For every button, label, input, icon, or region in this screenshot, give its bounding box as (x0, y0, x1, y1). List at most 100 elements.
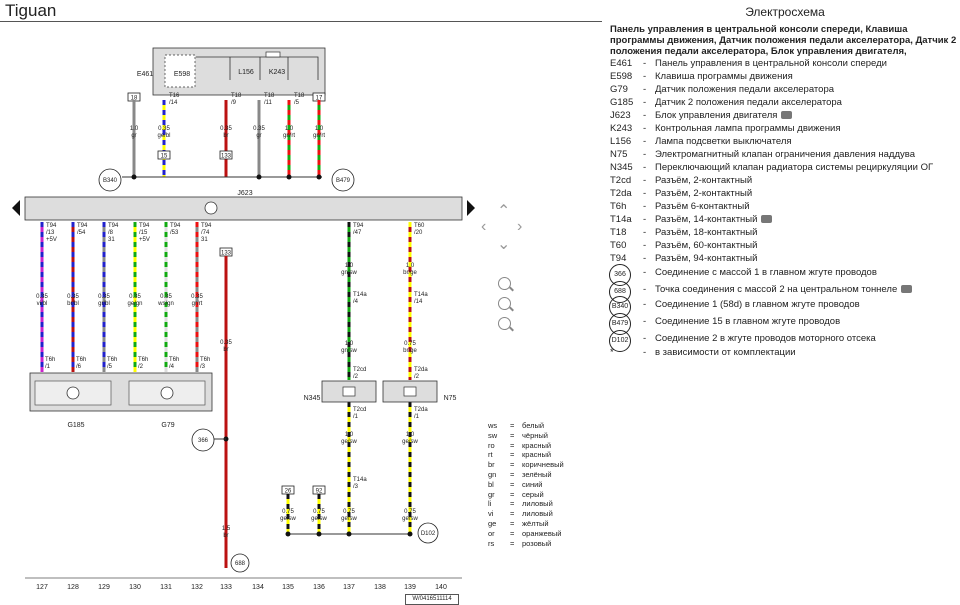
wire-color-label: br/ge (403, 270, 417, 276)
n75-coil-symbol (403, 386, 417, 397)
e461-resistor (265, 51, 281, 58)
pan-left-icon[interactable]: ‹ (481, 218, 487, 235)
legend-dash: - (643, 284, 647, 295)
legend-desc: Переключающий клапан радиатора системы р… (655, 162, 934, 173)
legend-dash: - (643, 110, 647, 121)
ground-366-label: 366 (198, 438, 209, 444)
equals-sign: = (510, 421, 515, 430)
legend-dash: - (643, 214, 647, 225)
column-number: 140 (435, 584, 447, 591)
pan-down-icon[interactable]: ⌄ (497, 236, 511, 253)
pin-label: T94 (201, 223, 212, 229)
page-title: Tiguan (5, 1, 57, 20)
color-key-item: li=лиловый (488, 499, 578, 509)
wire-size-label: 1.0 (345, 432, 354, 438)
ground-688-label: 688 (235, 561, 246, 567)
color-abbr: li (488, 499, 492, 509)
legend-dash: - (643, 188, 647, 199)
pin-label: /4 (353, 299, 359, 305)
wire-color-label: gn/rt (283, 133, 295, 139)
legend-desc: Разъём, 18-контактный (655, 227, 758, 238)
color-abbr: rt (488, 450, 493, 460)
color-key-item: br=коричневый (488, 460, 578, 470)
color-name: лиловый (522, 499, 553, 509)
pin-label: /5 (107, 364, 113, 370)
wire-size-label: 0.75 (343, 509, 355, 515)
legend-dash: - (643, 58, 647, 69)
legend-desc: Разъём, 2-контактный (655, 188, 753, 199)
color-name: лиловый (522, 509, 553, 519)
legend-code: T2da (610, 188, 632, 199)
legend-code: T60 (610, 240, 627, 251)
g79-sensor-symbol (160, 386, 174, 400)
color-key-item: rs=розовый (488, 539, 578, 549)
camera-icon[interactable] (761, 215, 773, 223)
pin-label: +5V (46, 237, 57, 243)
pin-label: T18 (294, 93, 305, 99)
camera-icon[interactable] (781, 111, 793, 119)
wire-color-label: br/ge (403, 348, 417, 354)
legend-desc: Соединение 1 (58d) в главном жгуте прово… (655, 299, 860, 310)
color-key-item: ro=красный (488, 441, 578, 451)
n75-label: N75 (444, 395, 457, 402)
pin-label: /9 (231, 100, 237, 106)
legend-desc: Клавиша программы движения (655, 71, 793, 82)
camera-icon[interactable] (901, 285, 913, 293)
pan-up-icon[interactable]: ⌃ (497, 203, 511, 220)
color-name: серый (522, 489, 544, 499)
connector-box-label: 15 (161, 154, 168, 160)
zoom-in-icon[interactable] (498, 297, 511, 310)
legend-desc: Лампа подсветки выключателя (655, 136, 792, 147)
connector-box-label: 133 (221, 251, 232, 257)
e598-label: E598 (174, 71, 190, 78)
wire-color-label: ge/sw (402, 439, 418, 445)
wire-color-label: ge/gn (127, 301, 142, 307)
wire-size-label: 1.5 (222, 526, 231, 532)
pin-label: /14 (169, 100, 178, 106)
pin-label: T94 (77, 223, 88, 229)
equals-sign: = (510, 430, 515, 440)
legend-dash: - (643, 347, 647, 358)
zoom-fit-icon[interactable] (498, 277, 511, 290)
color-name: оранжевый (522, 528, 562, 538)
pin-label: /74 (201, 230, 210, 236)
equals-sign: = (510, 509, 515, 519)
legend-desc: Точка соединения с массой 2 на центральн… (655, 284, 913, 295)
g185-sensor-symbol (66, 386, 80, 400)
pin-label: /11 (264, 100, 273, 106)
wire-color-label: ge/bl (157, 133, 170, 139)
wire-color-label: ge/sw (341, 516, 357, 522)
zoom-out-icon[interactable] (498, 317, 511, 330)
header-divider (0, 21, 602, 22)
legend-dash: - (643, 240, 647, 251)
component-j623 (24, 196, 463, 221)
legend-code: T14a (610, 214, 632, 225)
pin-label: /1 (353, 414, 359, 420)
junction-dot (316, 531, 322, 537)
connector-box (157, 150, 171, 160)
ground-b340-label: B340 (103, 178, 118, 184)
color-abbr: sw (488, 430, 498, 440)
color-name: зелёный (522, 469, 552, 479)
column-number: 128 (67, 584, 79, 591)
pin-label: 31 (108, 237, 115, 243)
column-number: 137 (343, 584, 355, 591)
connector-box (219, 150, 233, 160)
wire-color-label: ge/sw (280, 516, 296, 522)
wire-color-label: br (223, 347, 228, 353)
color-key-item: ws=белый (488, 421, 578, 431)
pin-label: /2 (138, 364, 144, 370)
pin-label: T14a (353, 477, 367, 483)
pin-label: T94 (139, 223, 150, 229)
e461-label: E461 (137, 71, 153, 78)
legend-dash: - (643, 97, 647, 108)
pin-label: T18 (264, 93, 275, 99)
pin-label: T94 (353, 223, 364, 229)
legend-code: E598 (610, 71, 633, 82)
color-abbr: vi (488, 509, 494, 519)
pan-right-icon[interactable]: › (517, 218, 523, 235)
pin-label: /3 (200, 364, 206, 370)
pin-label: /1 (414, 414, 420, 420)
wire-size-label: 0.75 (404, 509, 416, 515)
